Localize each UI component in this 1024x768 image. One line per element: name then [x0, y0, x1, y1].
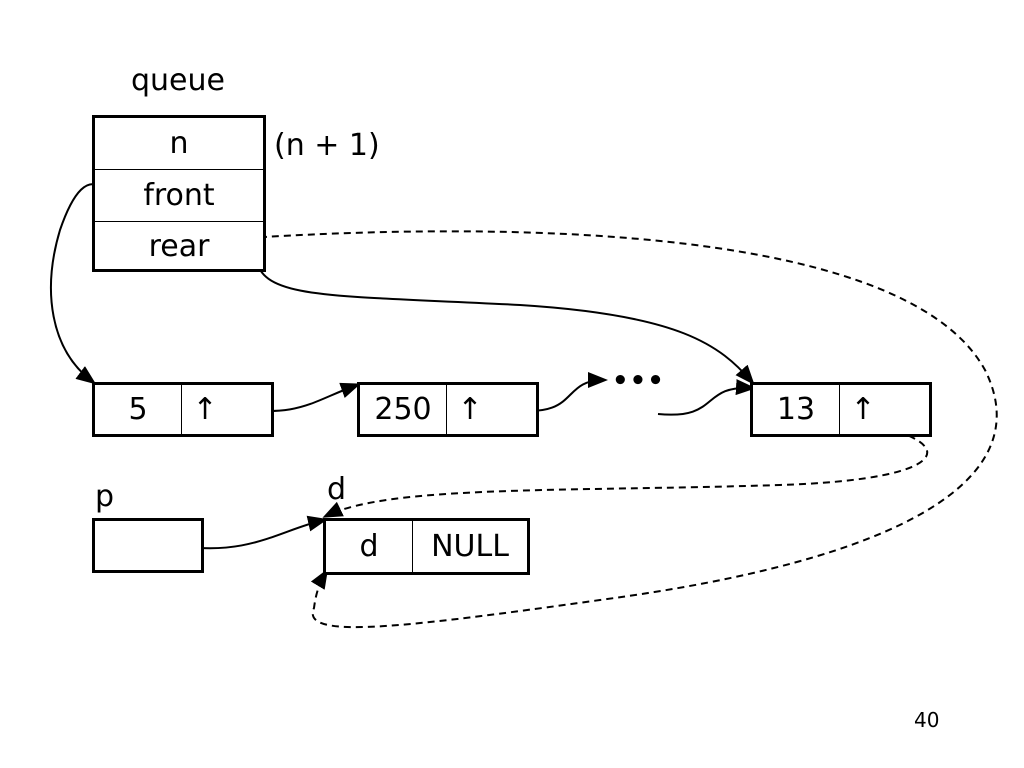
list-node-3: 13 ↑	[750, 382, 932, 437]
queue-divider-2	[95, 221, 263, 222]
p-pointer-box	[92, 518, 204, 573]
node-3-data: 13	[776, 392, 816, 427]
queue-divider-1	[95, 169, 263, 170]
new-node-link: NULL	[431, 529, 509, 564]
ellipsis: •••	[612, 366, 665, 396]
rear-pointer-arrow	[255, 257, 755, 386]
ellipsis-next-arrow	[657, 379, 756, 416]
new-node-label: d	[327, 472, 347, 507]
p-label: p	[95, 479, 115, 514]
queue-title: queue	[131, 63, 225, 98]
list-node-1: 5 ↑	[92, 382, 274, 437]
queue-struct: n front rear	[92, 115, 266, 272]
queue-field-front: front	[143, 178, 215, 213]
new-node-data: d	[359, 529, 379, 564]
node-3-link: ↑	[850, 392, 876, 427]
node-2-divider	[446, 385, 447, 434]
node-3-divider	[839, 385, 840, 434]
node-1-link: ↑	[192, 392, 218, 427]
page-number: 40	[914, 708, 940, 732]
new-node-divider	[412, 521, 413, 572]
queue-field-rear: rear	[148, 229, 210, 264]
n-increment-note: (n + 1)	[274, 128, 380, 163]
node3-new-link-dashed	[322, 427, 929, 518]
queue-field-n: n	[169, 126, 189, 161]
front-pointer-arrow	[50, 183, 109, 385]
node-2-data: 250	[374, 392, 432, 427]
node-1-data: 5	[128, 392, 148, 427]
new-node: d NULL	[323, 518, 530, 575]
node-1-divider	[181, 385, 182, 434]
list-node-2: 250 ↑	[357, 382, 539, 437]
node-2-link: ↑	[457, 392, 483, 427]
